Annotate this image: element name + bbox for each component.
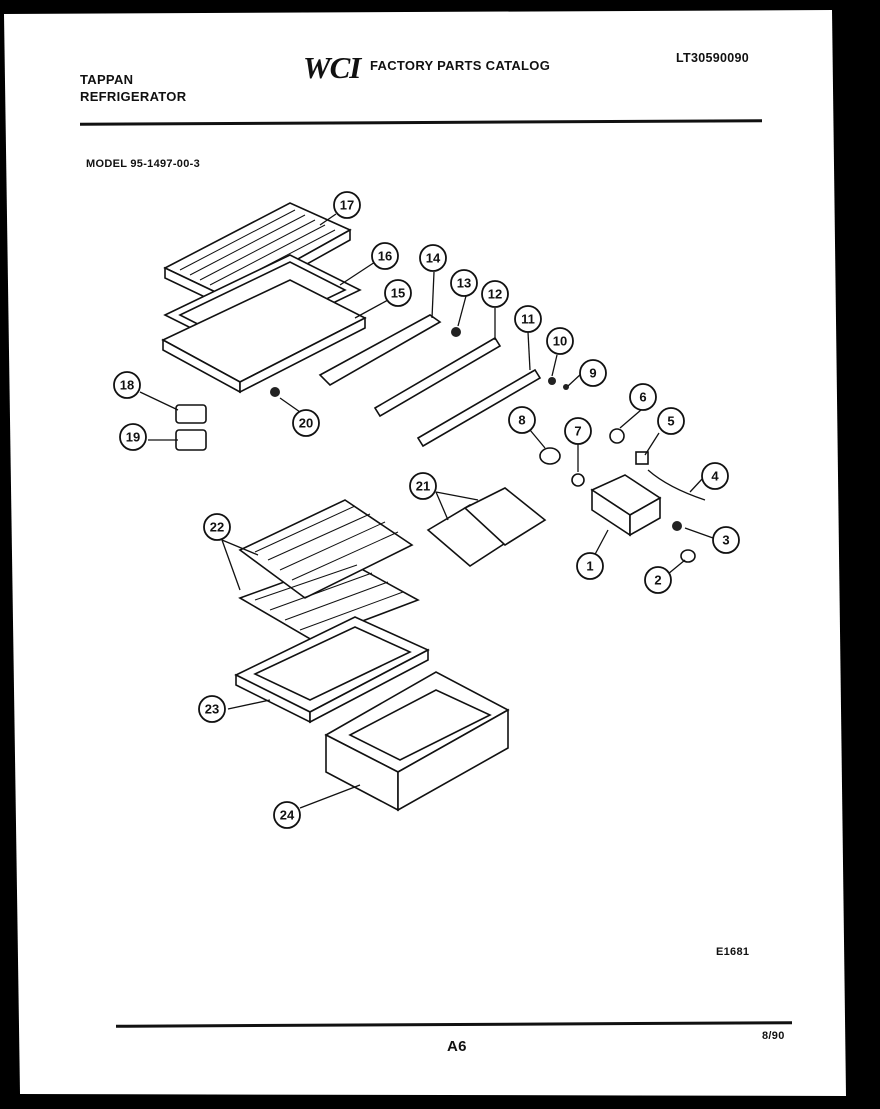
- callout-1: 1: [576, 552, 604, 580]
- callout-6: 6: [629, 383, 657, 411]
- callout-label: 13: [457, 276, 471, 291]
- callout-label: 2: [654, 573, 661, 588]
- callout-label: 7: [574, 424, 581, 439]
- bulb-8: [539, 447, 561, 465]
- rail-12: [373, 336, 502, 418]
- callout-label: 6: [639, 390, 646, 405]
- callout-10: 10: [546, 327, 574, 355]
- callout-label: 12: [488, 287, 502, 302]
- callout-21: 21: [409, 472, 437, 500]
- callout-19: 19: [119, 423, 147, 451]
- appliance-type: REFRIGERATOR: [80, 89, 187, 104]
- wci-logo: WCI: [303, 50, 361, 85]
- rail-11: [416, 368, 542, 448]
- part-6: [609, 428, 625, 444]
- shelves-22: [238, 499, 420, 641]
- callout-label: 19: [126, 430, 140, 445]
- callout-label: 22: [210, 520, 224, 535]
- callout-23: 23: [198, 695, 226, 723]
- callout-8: 8: [508, 406, 536, 434]
- revision-date: 8/90: [762, 1030, 785, 1042]
- callout-label: 10: [553, 334, 567, 349]
- callout-22: 22: [203, 513, 231, 541]
- callout-2: 2: [644, 566, 672, 594]
- model-number: MODEL 95-1497-00-3: [86, 158, 201, 170]
- brand-name: TAPPAN: [80, 72, 134, 87]
- catalog-title: FACTORY PARTS CATALOG: [370, 58, 551, 73]
- callout-14: 14: [419, 244, 447, 272]
- drawing-id: E1681: [716, 946, 750, 958]
- callout-12: 12: [481, 280, 509, 308]
- callout-7: 7: [564, 417, 592, 445]
- callout-13: 13: [450, 269, 478, 297]
- part-3: [672, 521, 682, 531]
- catalog-number: LT30590090: [676, 51, 749, 65]
- callout-label: 14: [426, 251, 441, 266]
- callout-24: 24: [273, 801, 301, 829]
- callout-11: 11: [514, 305, 542, 333]
- part-13: [451, 327, 461, 337]
- callout-15: 15: [384, 279, 412, 307]
- shelf-assembly-17-16-15: [161, 202, 367, 394]
- callout-label: 23: [205, 702, 219, 717]
- callout-label: 21: [416, 479, 430, 494]
- clip-18: [175, 404, 207, 424]
- socket-7: [571, 473, 585, 487]
- callout-label: 8: [518, 413, 525, 428]
- part-20: [270, 387, 280, 397]
- clip-19: [175, 429, 207, 451]
- ice-trays-21: [426, 487, 547, 567]
- callout-17: 17: [333, 191, 361, 219]
- callout-5: 5: [657, 407, 685, 435]
- callout-9: 9: [579, 359, 607, 387]
- callout-label: 1: [586, 559, 593, 574]
- callout-16: 16: [371, 242, 399, 270]
- wire-4: [647, 469, 706, 501]
- callout-label: 20: [299, 416, 313, 431]
- callout-label: 15: [391, 286, 405, 301]
- callout-4: 4: [701, 462, 729, 490]
- callout-label: 11: [521, 312, 535, 327]
- knob-2: [680, 549, 696, 563]
- callout-3: 3: [712, 526, 740, 554]
- callout-label: 3: [722, 533, 729, 548]
- callout-label: 5: [667, 414, 674, 429]
- callout-label: 18: [120, 378, 134, 393]
- callout-label: 16: [378, 249, 392, 264]
- callout-label: 24: [280, 808, 295, 823]
- callout-label: 4: [711, 469, 719, 484]
- bracket-14: [318, 314, 442, 386]
- crisper-drawer-24: [324, 671, 510, 812]
- callout-label: 17: [340, 198, 354, 213]
- callout-20: 20: [292, 409, 320, 437]
- page-number: A6: [447, 1038, 467, 1055]
- callout-18: 18: [113, 371, 141, 399]
- light-housing-1: [590, 474, 662, 537]
- callout-label: 9: [589, 366, 596, 381]
